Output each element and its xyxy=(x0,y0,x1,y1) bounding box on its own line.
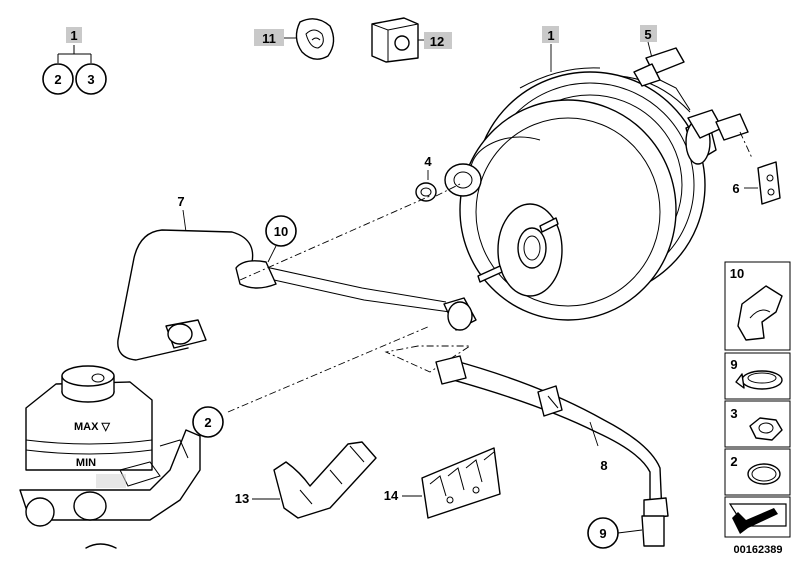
group-sub-number-a: 2 xyxy=(54,72,61,87)
svg-text:MIN: MIN xyxy=(76,457,96,469)
legend-item-9: 9 xyxy=(724,352,791,400)
vacuum-hose-part-8: 8 xyxy=(435,355,669,547)
legend-item-3: 3 xyxy=(724,400,791,448)
nut-part-4: 4 xyxy=(415,154,461,202)
brake-booster-part-1: 1 xyxy=(444,26,717,321)
bracket-clip-part-6: 6 xyxy=(732,161,781,205)
callout-1: 1 xyxy=(547,28,554,43)
bracket-part-5: 5 xyxy=(633,25,753,159)
group-sub-number-b: 3 xyxy=(87,72,94,87)
legend-panel: 10 9 3 2 xyxy=(724,261,791,538)
o-ring-icon xyxy=(747,463,781,485)
legend-item-arrow xyxy=(724,496,791,538)
legend-number-9: 9 xyxy=(730,357,737,372)
svg-text:MAX ▽: MAX ▽ xyxy=(74,421,111,433)
legend-number-3: 3 xyxy=(730,406,737,421)
callout-4: 4 xyxy=(424,154,432,169)
master-cylinder-reservoir: MAX ▽ MIN xyxy=(19,365,201,549)
clip-part-10: 10 xyxy=(235,215,297,289)
hose-clamp-icon xyxy=(735,370,783,390)
assembly-group-header: 1 2 3 xyxy=(42,27,107,95)
arrow-sheet-icon xyxy=(728,503,787,534)
diagram-number: 00162389 xyxy=(734,544,783,556)
callout-9: 9 xyxy=(599,526,606,541)
seal-part-2-callout: 2 xyxy=(192,406,224,438)
legend-item-10: 10 xyxy=(724,261,791,351)
hex-nut-icon xyxy=(749,417,783,441)
holder-part-13: 13 xyxy=(235,441,377,519)
callout-11: 11 xyxy=(262,31,276,46)
holder-part-14: 14 xyxy=(384,447,501,519)
grommet-part-11: 11 xyxy=(254,18,335,60)
callout-5: 5 xyxy=(644,27,651,42)
callout-12: 12 xyxy=(430,34,444,49)
legend-number-10: 10 xyxy=(730,266,744,281)
legend-number-2: 2 xyxy=(730,454,737,469)
rubber-mount-part-12: 12 xyxy=(371,17,452,63)
brake-line-part-7: 7 xyxy=(117,194,477,361)
callout-7: 7 xyxy=(177,194,184,209)
callout-13: 13 xyxy=(235,491,249,506)
group-main-number: 1 xyxy=(70,28,77,43)
clamp-part-9-callout: 9 xyxy=(587,517,643,549)
callout-14: 14 xyxy=(384,488,399,503)
callout-2: 2 xyxy=(204,415,211,430)
callout-10: 10 xyxy=(274,224,288,239)
callout-8: 8 xyxy=(600,458,607,473)
clip-icon xyxy=(737,285,783,341)
callout-6: 6 xyxy=(732,181,739,196)
legend-item-2: 2 xyxy=(724,448,791,496)
